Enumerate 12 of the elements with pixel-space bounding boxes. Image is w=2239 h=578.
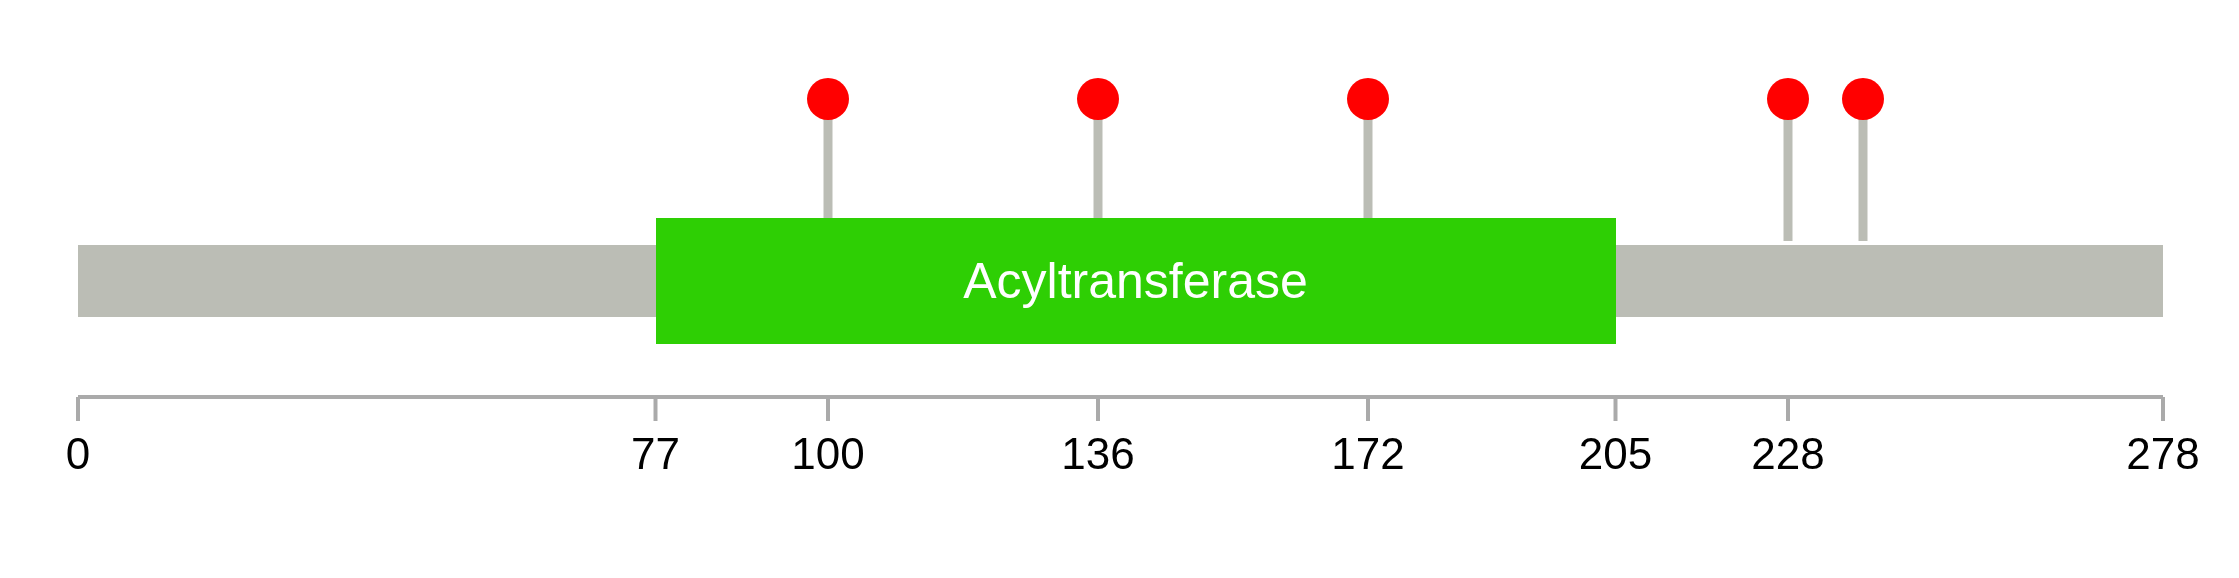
tick-label: 205 [1578, 432, 1653, 476]
backbone-segment [1615, 245, 2163, 317]
tick-label: 278 [2126, 432, 2200, 476]
tick-label: 172 [1331, 432, 1405, 476]
backbone-segment [78, 245, 656, 317]
tick-label: 100 [791, 432, 865, 476]
tick-label: 77 [631, 432, 680, 476]
domain-label: Acyltransferase [963, 256, 1308, 306]
tick-label: 0 [65, 432, 91, 476]
tick-label: 228 [1751, 432, 1825, 476]
tick-label: 136 [1061, 432, 1135, 476]
domain-box [655, 218, 1616, 344]
